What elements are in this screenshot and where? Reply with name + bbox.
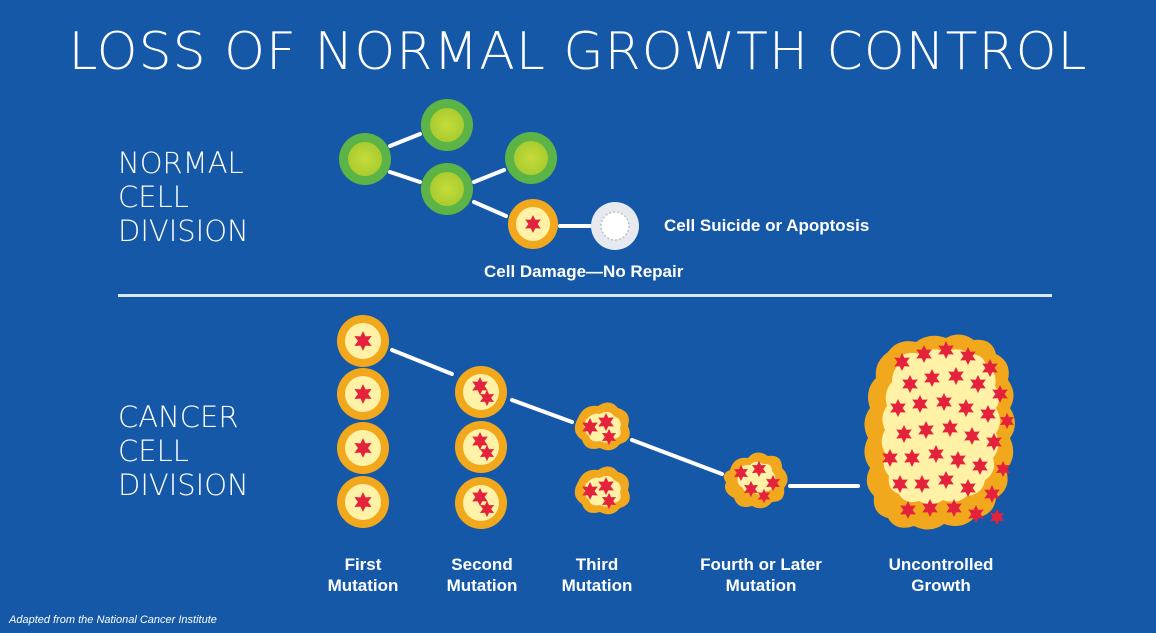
stage-label-line: Third [546,554,648,575]
fourth-mutation-cell [724,452,788,508]
cell-damage-label: Cell Damage—No Repair [484,262,683,282]
apoptotic-cell [591,202,639,250]
second-mutation-cell [455,366,507,418]
stage-label-line: Growth [866,575,1016,596]
healthy-cell [339,133,391,185]
stage-label-line: Mutation [546,575,648,596]
healthy-cell [505,132,557,184]
normal-connectors [390,134,590,226]
stage-label-line: Second [430,554,534,575]
stage-label-fourth-mutation: Fourth or Later Mutation [676,554,846,596]
source-credit: Adapted from the National Cancer Institu… [9,614,217,626]
second-mutation-cell [455,477,507,529]
stage-label-uncontrolled-growth: Uncontrolled Growth [866,554,1016,596]
stage-label-third-mutation: Third Mutation [546,554,648,596]
second-mutation-cell [455,421,507,473]
third-mutation-cell [575,466,630,514]
stage-label-first-mutation: First Mutation [312,554,414,596]
stage-label-second-mutation: Second Mutation [430,554,534,596]
uncontrolled-growth-mass [864,334,1015,529]
first-mutation-cell [337,476,389,528]
healthy-cell [421,163,473,215]
stage-label-line: Uncontrolled [866,554,1016,575]
stage-label-line: Mutation [676,575,846,596]
stage-label-line: Fourth or Later [676,554,846,575]
damaged-cell [508,199,558,249]
stage-label-line: Mutation [312,575,414,596]
first-mutation-cell [337,422,389,474]
apoptosis-label: Cell Suicide or Apoptosis [664,216,869,236]
first-mutation-cell [337,315,389,367]
stage-label-line: First [312,554,414,575]
healthy-cell [421,99,473,151]
third-mutation-cell [575,402,630,450]
first-mutation-cell [337,368,389,420]
stage-label-line: Mutation [430,575,534,596]
